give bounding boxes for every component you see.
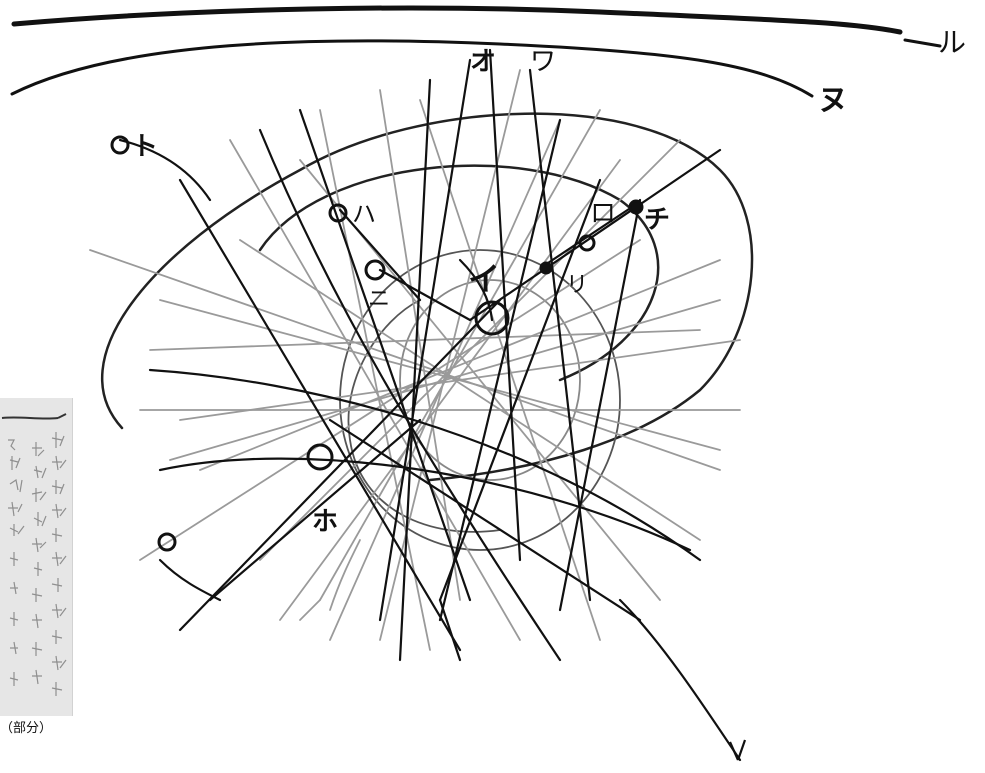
label-nu: ヌ bbox=[818, 83, 848, 118]
marker-left bbox=[157, 532, 177, 552]
markers bbox=[110, 135, 644, 552]
inset-caption: （部分） bbox=[0, 721, 53, 736]
marker-to bbox=[110, 135, 130, 155]
label-chi: チ bbox=[644, 205, 670, 235]
marker-ho bbox=[306, 443, 334, 471]
label-ni: ニ bbox=[368, 287, 390, 312]
ink-strokes bbox=[118, 48, 742, 762]
marker-ni bbox=[364, 259, 386, 281]
label-ri: リ bbox=[566, 273, 588, 298]
label-i: イ bbox=[468, 260, 500, 298]
marker-i bbox=[474, 300, 510, 336]
handwritten-notes-inset bbox=[0, 398, 73, 716]
katakana-labels: ル オ ワ ヌ ト ハ ニ イ ロ チ リ ホ bbox=[132, 26, 966, 537]
label-ro: ロ bbox=[590, 199, 616, 229]
label-ha: ハ bbox=[352, 200, 376, 228]
marker-chi-dot bbox=[628, 199, 644, 215]
arrow-head-icon bbox=[728, 739, 747, 761]
label-wa: ワ bbox=[530, 47, 556, 77]
label-ho: ホ bbox=[312, 507, 338, 537]
marker-ri-open bbox=[578, 234, 596, 252]
label-o: オ bbox=[470, 47, 496, 77]
marker-ha bbox=[328, 203, 348, 223]
label-to: ト bbox=[132, 132, 158, 162]
marker-ri-dot bbox=[539, 261, 553, 275]
label-ru: ル bbox=[938, 26, 966, 59]
top-boundary-lines bbox=[10, 5, 942, 98]
handwritten-notes-picture bbox=[1, 413, 67, 696]
